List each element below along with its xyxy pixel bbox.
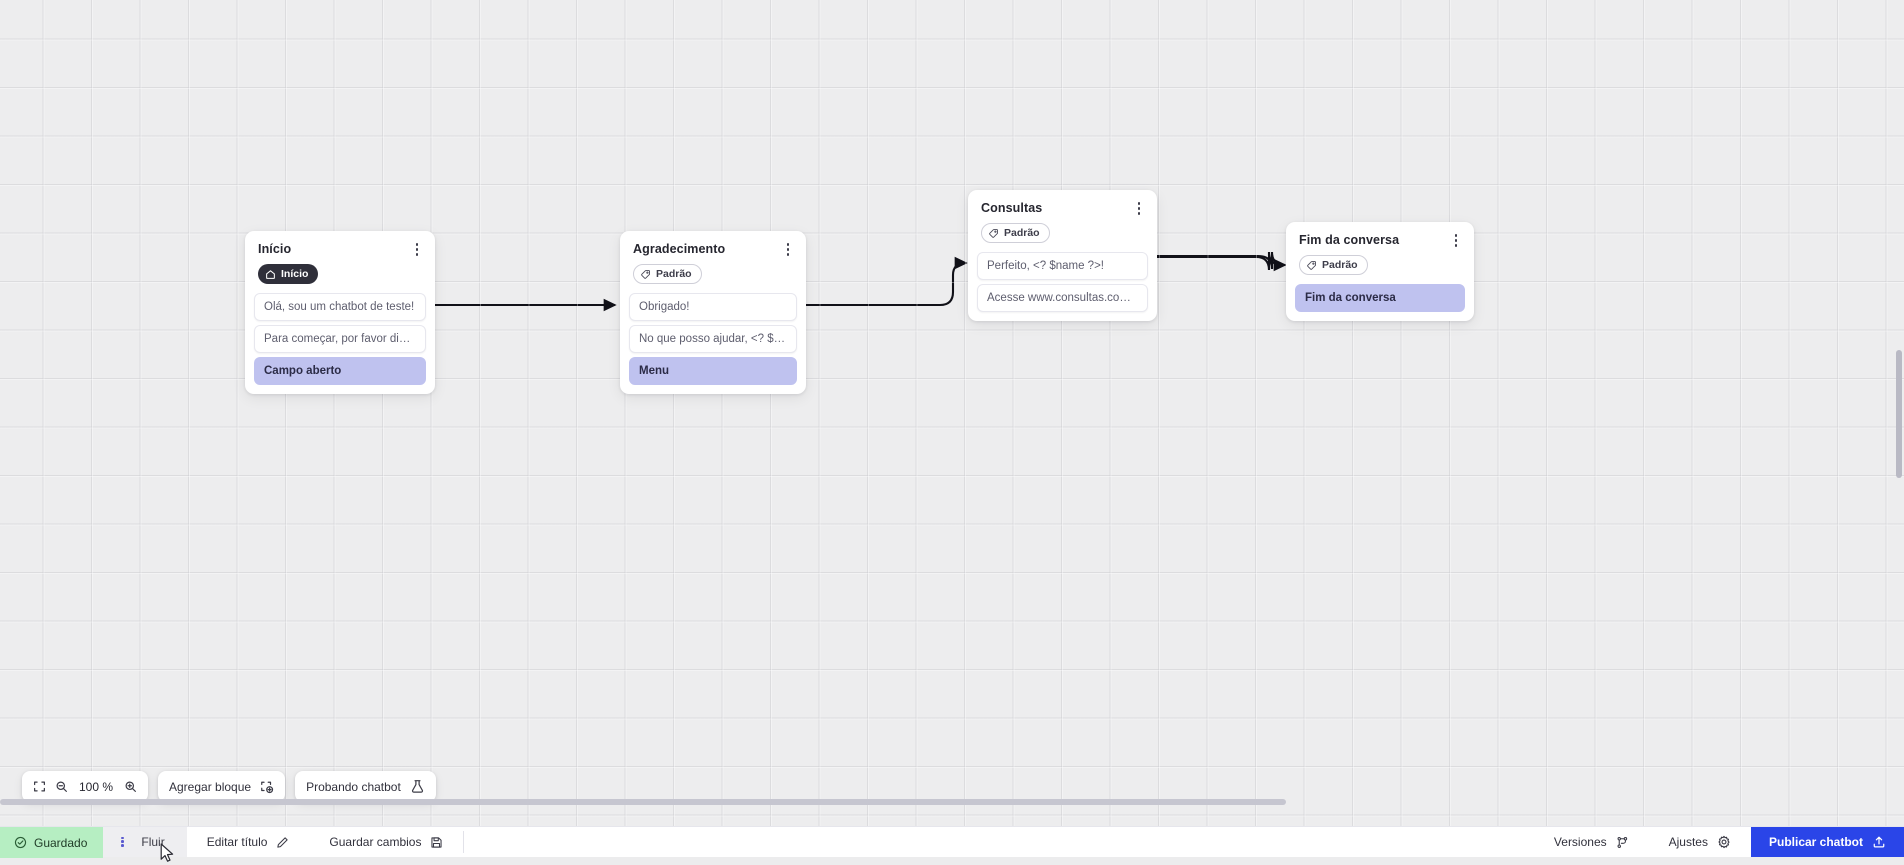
flow-node-inicio[interactable]: Início Início Olá, sou um chatbot de tes… [245, 231, 435, 394]
add-block-button[interactable]: Agregar bloque [158, 771, 285, 802]
node-menu-kebab-icon[interactable] [1132, 200, 1146, 217]
vertical-scrollbar[interactable] [1896, 350, 1902, 478]
zoom-level-value: 100 % [77, 780, 115, 794]
floppy-icon [430, 836, 443, 849]
settings-label: Ajustes [1669, 835, 1708, 849]
start-badge[interactable]: Início [258, 264, 318, 284]
node-badge-row: Início [254, 258, 426, 289]
add-block-label: Agregar bloque [169, 780, 251, 794]
node-row[interactable]: Obrigado! [629, 293, 797, 321]
default-badge[interactable]: Padrão [633, 264, 702, 284]
flow-node-consultas[interactable]: Consultas Padrão Perfeito, <? $name ?>! … [968, 190, 1157, 321]
node-row[interactable]: Olá, sou um chatbot de teste! [254, 293, 426, 321]
node-row[interactable]: Perfeito, <? $name ?>! [977, 252, 1148, 280]
node-row-highlight[interactable]: Fim da conversa [1295, 284, 1465, 312]
status-badge-saved: Guardado [0, 827, 103, 858]
zoom-controls[interactable]: 100 % [22, 771, 148, 802]
publish-chatbot-label: Publicar chatbot [1769, 835, 1863, 849]
node-header: Consultas [977, 199, 1148, 217]
default-badge-label: Padrão [656, 268, 692, 280]
versions-label: Versiones [1554, 835, 1607, 849]
node-row[interactable]: No que posso ajudar, <? $name ... [629, 325, 797, 353]
branch-icon [1616, 836, 1629, 849]
node-row[interactable]: Acesse www.consultas.com par... [977, 284, 1148, 312]
tab-kebab-icon[interactable] [115, 835, 129, 849]
node-header: Agradecimento [629, 240, 797, 258]
edge-consultas-to-fim-arrow [1157, 252, 1285, 269]
test-chatbot-label: Probando chatbot [306, 780, 401, 794]
save-changes-button[interactable]: Guardar cambios [309, 827, 463, 857]
tag-icon [1306, 260, 1317, 271]
node-menu-kebab-icon[interactable] [410, 241, 424, 258]
node-title: Fim da conversa [1299, 233, 1399, 248]
flow-node-fim-da-conversa[interactable]: Fim da conversa Padrão Fim da conversa [1286, 222, 1474, 321]
test-chatbot-button[interactable]: Probando chatbot [295, 771, 436, 802]
node-row-highlight[interactable]: Campo aberto [254, 357, 426, 385]
flow-node-agradecimento[interactable]: Agradecimento Padrão Obrigado! No que po… [620, 231, 806, 394]
node-rows: Perfeito, <? $name ?>! Acesse www.consul… [977, 252, 1148, 312]
node-badge-row: Padrão [629, 258, 797, 289]
settings-button[interactable]: Ajustes [1649, 827, 1751, 857]
horizontal-scrollbar[interactable] [0, 799, 1286, 805]
add-block-icon [260, 780, 274, 794]
save-changes-label: Guardar cambios [329, 835, 421, 849]
check-circle-icon [14, 836, 27, 849]
default-badge[interactable]: Padrão [981, 223, 1050, 243]
canvas-toolbar: 100 % Agregar bloque Probando chatbot [22, 771, 436, 802]
node-title: Agradecimento [633, 242, 725, 257]
fit-screen-icon[interactable] [33, 780, 46, 793]
home-icon [265, 269, 276, 280]
default-badge-label: Padrão [1004, 227, 1040, 239]
upload-icon [1872, 835, 1886, 849]
edit-title-label: Editar título [207, 835, 268, 849]
edit-title-button[interactable]: Editar título [187, 827, 310, 857]
node-row-highlight[interactable]: Menu [629, 357, 797, 385]
flask-icon [410, 779, 425, 794]
node-header: Início [254, 240, 426, 258]
default-badge[interactable]: Padrão [1299, 255, 1368, 275]
pencil-icon [276, 836, 289, 849]
node-menu-kebab-icon[interactable] [781, 241, 795, 258]
tab-fluir[interactable]: Fluir [103, 827, 186, 857]
node-menu-kebab-icon[interactable] [1449, 232, 1463, 249]
node-title: Início [258, 242, 291, 257]
tab-fluir-label: Fluir [141, 835, 164, 849]
gear-icon [1717, 835, 1731, 849]
bottom-bar: Guardado Fluir Editar título Guardar cam… [0, 826, 1904, 857]
bottom-bar-spacer [464, 827, 1533, 857]
tag-icon [988, 228, 999, 239]
node-badge-row: Padrão [1295, 249, 1465, 280]
node-row[interactable]: Para começar, por favor digite o ... [254, 325, 426, 353]
default-badge-label: Padrão [1322, 259, 1358, 271]
edge-consultas-to-fim [1157, 252, 1282, 270]
connector-layer [0, 0, 1904, 838]
edge-agradecimento-to-consultas [806, 263, 966, 305]
node-title: Consultas [981, 201, 1042, 216]
tag-icon [640, 269, 651, 280]
publish-chatbot-button[interactable]: Publicar chatbot [1751, 827, 1904, 857]
zoom-in-icon[interactable] [124, 780, 137, 793]
zoom-out-icon[interactable] [55, 780, 68, 793]
node-rows: Olá, sou um chatbot de teste! Para começ… [254, 293, 426, 385]
start-badge-label: Início [281, 268, 308, 280]
node-badge-row: Padrão [977, 217, 1148, 248]
versions-button[interactable]: Versiones [1534, 827, 1649, 857]
status-badge-label: Guardado [34, 836, 87, 850]
node-rows: Obrigado! No que posso ajudar, <? $name … [629, 293, 797, 385]
node-header: Fim da conversa [1295, 231, 1465, 249]
node-rows: Fim da conversa [1295, 284, 1465, 312]
flow-canvas[interactable]: Início Início Olá, sou um chatbot de tes… [0, 0, 1904, 838]
